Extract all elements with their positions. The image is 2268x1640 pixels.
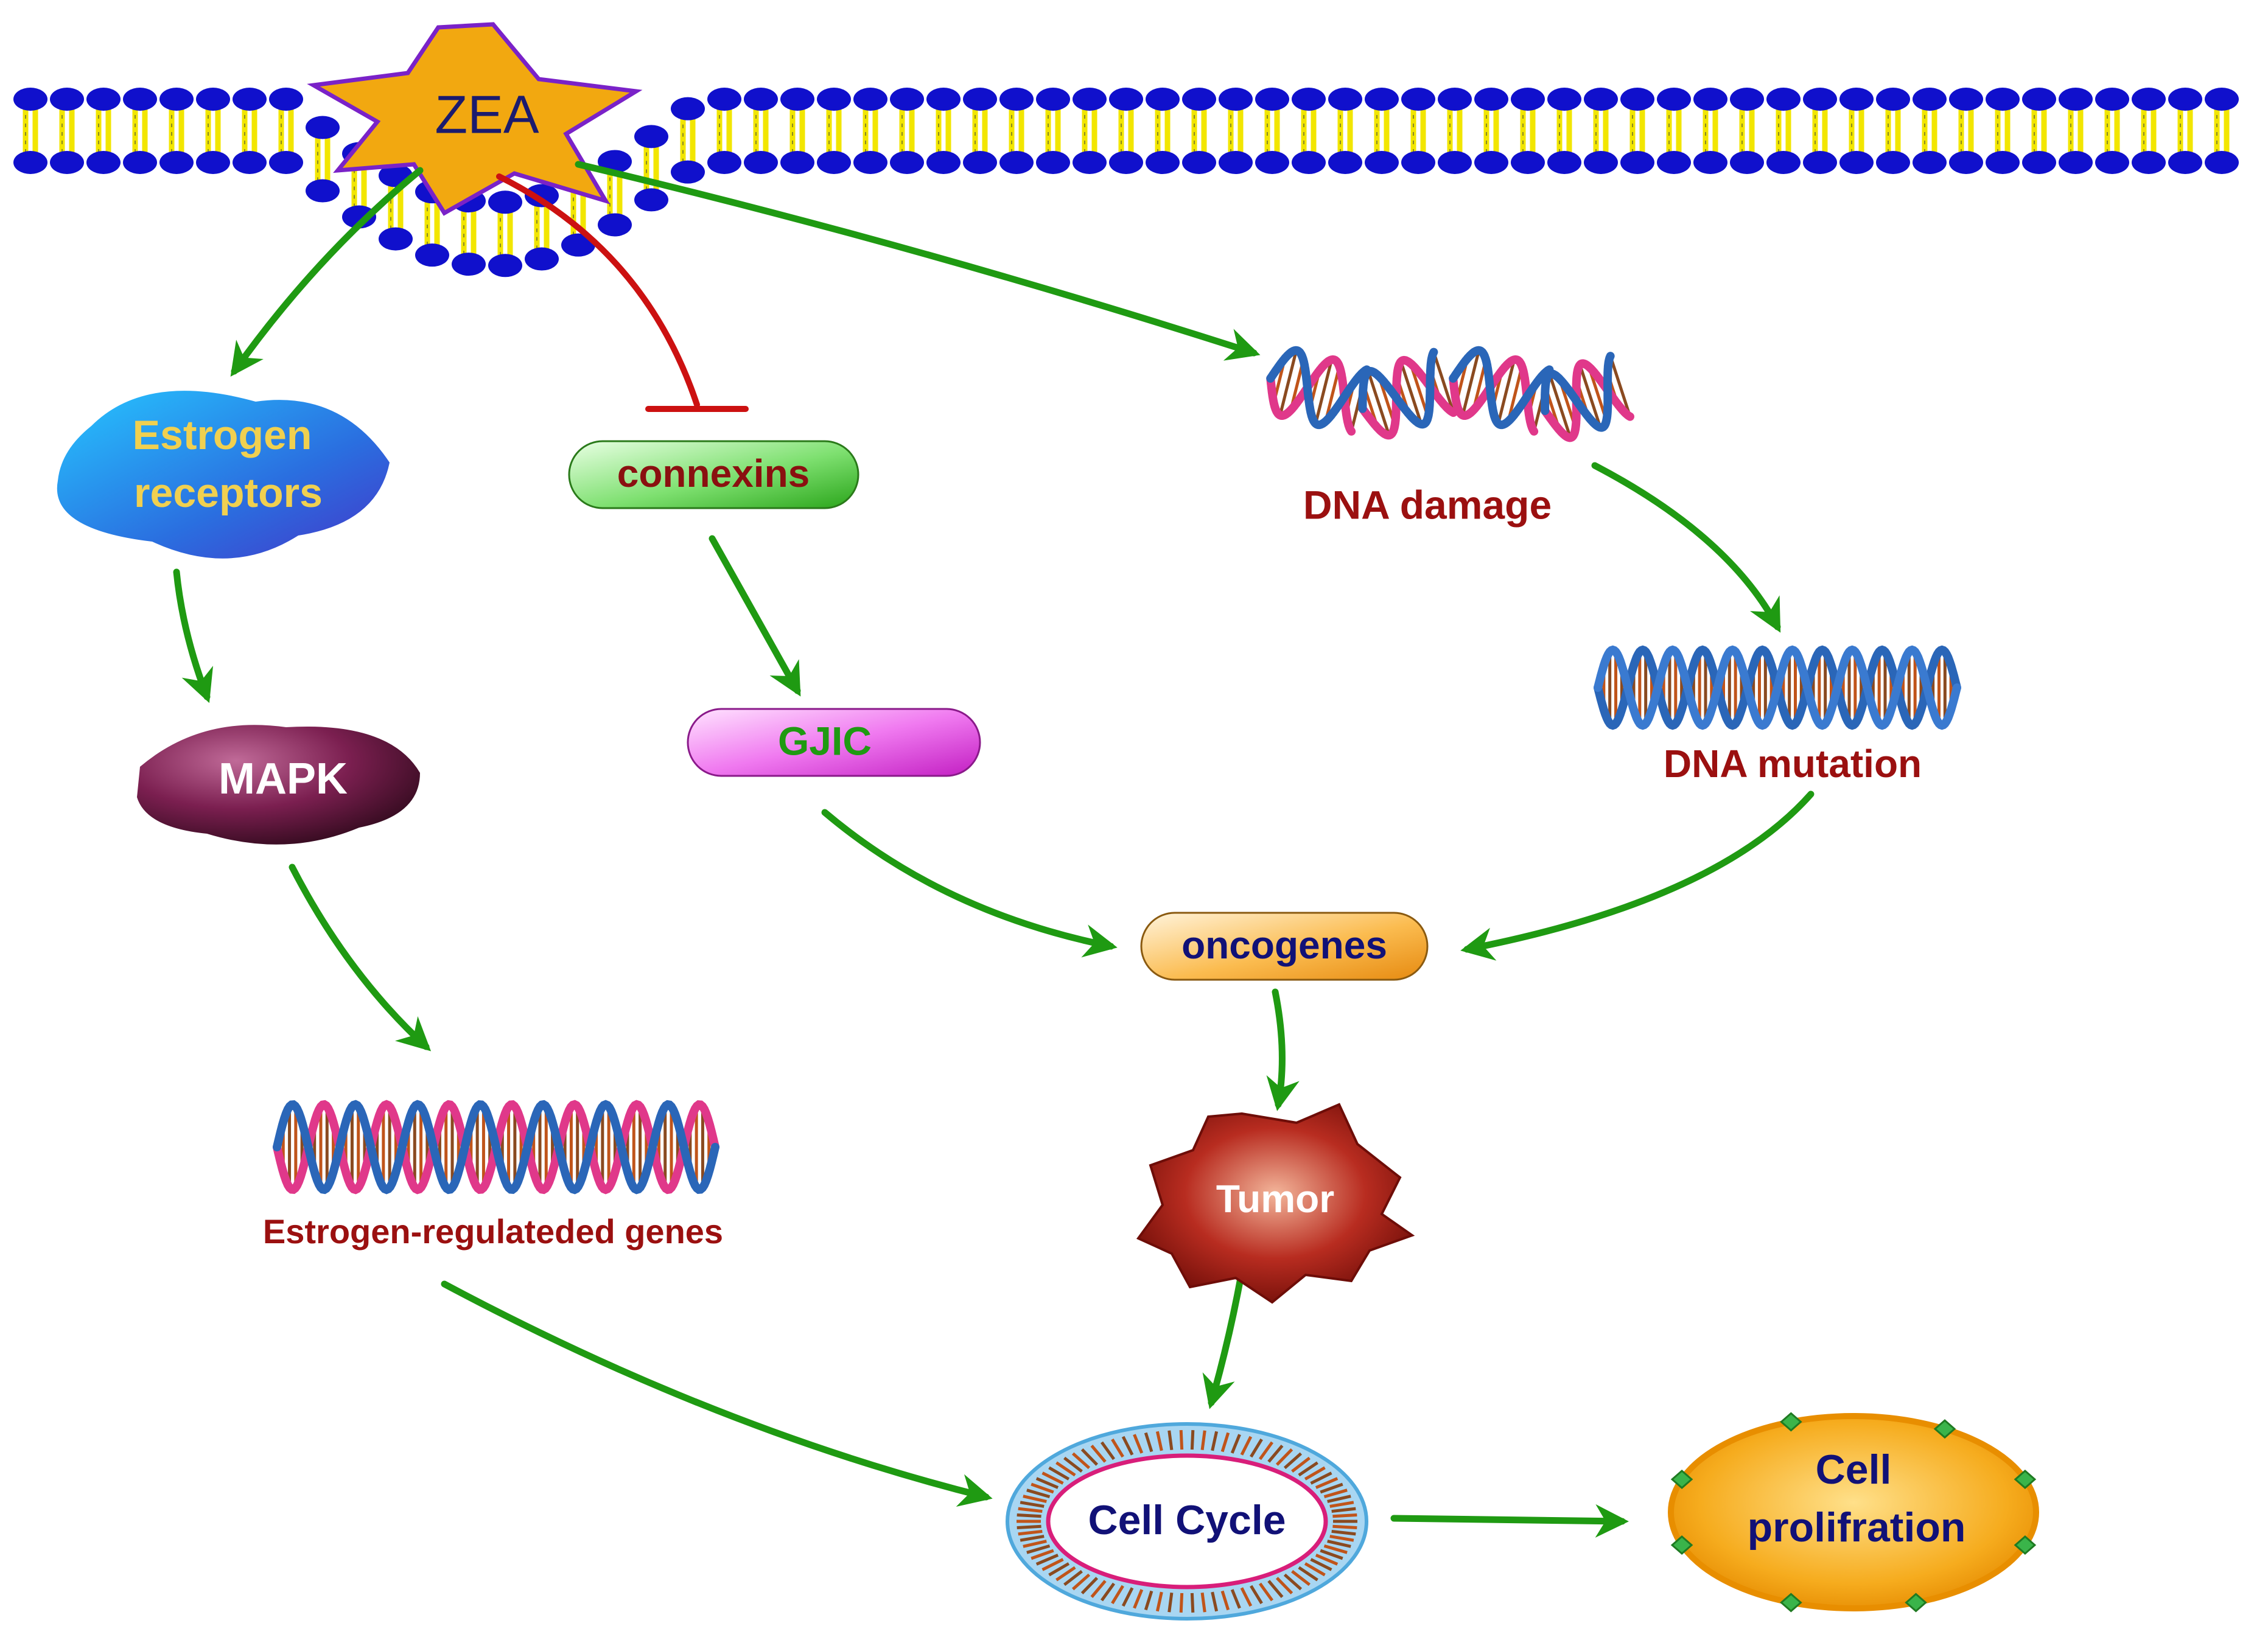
estrogen-receptors-node[interactable]: Estrogen receptors	[57, 391, 390, 559]
arrow-cell-cycle-to-cell-proliferation	[1390, 1504, 1629, 1538]
dna-helix-icon	[1594, 645, 1961, 730]
cell-proliferation-shape	[1668, 1413, 2039, 1611]
oncogenes-label: oncogenes	[1181, 923, 1387, 967]
inhibition-zea-connexins	[496, 173, 749, 412]
gjic-label: GJIC	[778, 718, 872, 763]
estrogen-receptors-shape	[57, 391, 390, 559]
gjic-pill	[687, 708, 981, 777]
connexins-node[interactable]: connexins	[568, 440, 859, 509]
zea-node[interactable]: ZEA	[307, 22, 643, 216]
mapk-label: MAPK	[219, 755, 348, 803]
zea-label: ZEA	[435, 84, 539, 144]
estrogen-receptors-label-line2: receptors	[134, 470, 323, 516]
cell-proliferation-receptor-icons	[1670, 1412, 2037, 1613]
cell-membrane	[13, 88, 2239, 277]
dna-damage-node[interactable]: DNA damage	[1262, 346, 1634, 527]
arrow-gjic-to-oncogenes	[821, 809, 1118, 958]
cell-cycle-label: Cell Cycle	[1088, 1497, 1286, 1543]
arrow-connexins-to-gjic	[709, 535, 801, 697]
arrow-zea-to-dna-damage	[575, 161, 1261, 361]
arrow-oncogenes-to-tumor	[1266, 988, 1300, 1111]
arrow-zea-to-estrogen-receptors	[230, 167, 424, 377]
cell-cycle-inner	[1046, 1453, 1328, 1589]
mapk-node[interactable]: MAPK	[137, 725, 420, 845]
estrogen-regulated-genes-label: Estrogen-regulateded genes	[263, 1212, 723, 1251]
damaged-dna-icon	[1266, 346, 1634, 442]
tumor-node[interactable]: Tumor	[1136, 1103, 1415, 1304]
connexins-pill	[568, 440, 859, 509]
arrow-dna-mutation-to-oncogenes	[1460, 790, 1815, 961]
oncogenes-node[interactable]: oncogenes	[1140, 912, 1429, 981]
oncogenes-pill	[1140, 912, 1429, 981]
arrow-tumor-to-cell-cycle	[1202, 1268, 1245, 1409]
cell-cycle-node[interactable]: Cell Cycle	[1006, 1422, 1368, 1621]
dna-helix-icon	[273, 1100, 719, 1195]
arrow-mapk-to-estrogen-regulated-genes	[289, 864, 432, 1052]
connexins-label: connexins	[617, 452, 810, 495]
cell-proliferation-label-line2: prolifration	[1748, 1504, 1966, 1551]
dna-mutation-label: DNA mutation	[1664, 742, 1922, 786]
gjic-node[interactable]: GJIC	[687, 708, 981, 777]
arrow-estrogen-receptors-to-mapk	[173, 568, 214, 703]
mapk-shape	[137, 725, 420, 845]
arrow-estrogen-regulated-genes-to-cell-cycle	[441, 1280, 993, 1507]
cell-proliferation-node[interactable]: Cell prolifration	[1668, 1412, 2039, 1613]
arrow-dna-damage-to-dna-mutation	[1591, 462, 1781, 633]
dna-damage-label: DNA damage	[1303, 482, 1552, 527]
estrogen-receptors-label-line1: Estrogen	[133, 412, 312, 458]
dna-mutation-node[interactable]: DNA mutation	[1594, 645, 1961, 786]
tumor-icon	[1136, 1103, 1415, 1304]
cell-proliferation-label-line1: Cell	[1816, 1446, 1892, 1493]
cell-cycle-membrane-pattern	[1017, 1429, 1357, 1613]
tumor-label: Tumor	[1216, 1177, 1334, 1221]
zea-star-icon	[307, 22, 643, 216]
estrogen-regulated-genes-node[interactable]: Estrogen-regulateded genes	[263, 1100, 723, 1251]
